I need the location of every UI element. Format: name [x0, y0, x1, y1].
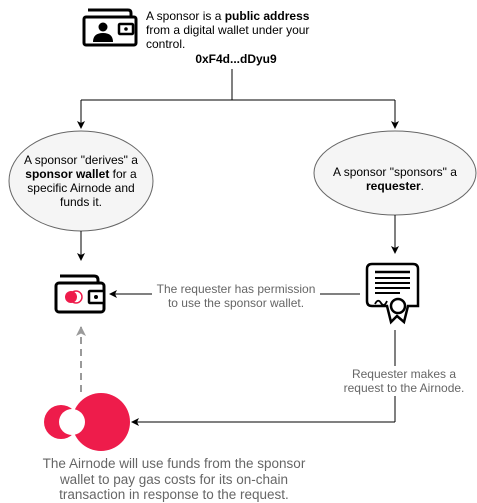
sponsor-text-line2: from a digital wallet under your	[146, 23, 310, 37]
right-circle-bold: requester	[365, 179, 421, 193]
left-circle-line4: funds it.	[59, 195, 103, 209]
airnode-caption-line1: The Airnode will use funds from the spon…	[42, 456, 306, 471]
sponsor-address-text: 0xF4d...dDyu9	[195, 52, 277, 66]
certificate-icon	[365, 262, 420, 325]
left-circle-line1: A sponsor "derives" a	[24, 153, 138, 167]
permission-line2: to use the sponsor wallet.	[167, 296, 305, 310]
left-circle-line3: specific Airnode and	[27, 181, 135, 195]
sponsor-text-before: A sponsor is a	[146, 9, 225, 23]
sponsor-description: A sponsor is a public address from a dig…	[146, 9, 346, 51]
left-circle-bold: sponsor wallet	[25, 167, 110, 181]
airnode-caption: The Airnode will use funds from the spon…	[14, 456, 334, 503]
airnode-caption-line2: wallet to pay gas costs for its on-chain	[59, 471, 289, 487]
request-line1: Requester makes a	[351, 367, 457, 381]
permission-line1: The requester has permission	[156, 282, 316, 296]
sponsor-address: 0xF4d...dDyu9	[186, 52, 286, 66]
airnode-caption-line3: transaction in response to the request.	[59, 487, 289, 502]
sponsor-branch-connectors	[77, 69, 399, 129]
left-circle-line2-rest: for a	[109, 167, 137, 181]
sponsor-text-line3: control.	[146, 37, 186, 51]
request-line2: request to the Airnode.	[343, 381, 465, 395]
permission-label: The requester has permission to use the …	[150, 282, 322, 310]
requester-circle-text: A sponsor "sponsors" a requester.	[325, 165, 465, 193]
sponsor-text-bold: public address	[224, 9, 310, 23]
id-card-icon	[82, 8, 138, 47]
right-circle-period: .	[420, 179, 425, 193]
airnode-logo	[44, 393, 130, 451]
permission-label-bg	[152, 281, 320, 311]
sponsor-wallet-circle-text: A sponsor "derives" a sponsor wallet for…	[11, 153, 151, 209]
request-label-bg	[338, 366, 470, 396]
wallet-icon	[54, 274, 106, 314]
request-label: Requester makes a request to the Airnode…	[336, 367, 472, 395]
right-circle-line1: A sponsor "sponsors" a	[333, 165, 457, 179]
